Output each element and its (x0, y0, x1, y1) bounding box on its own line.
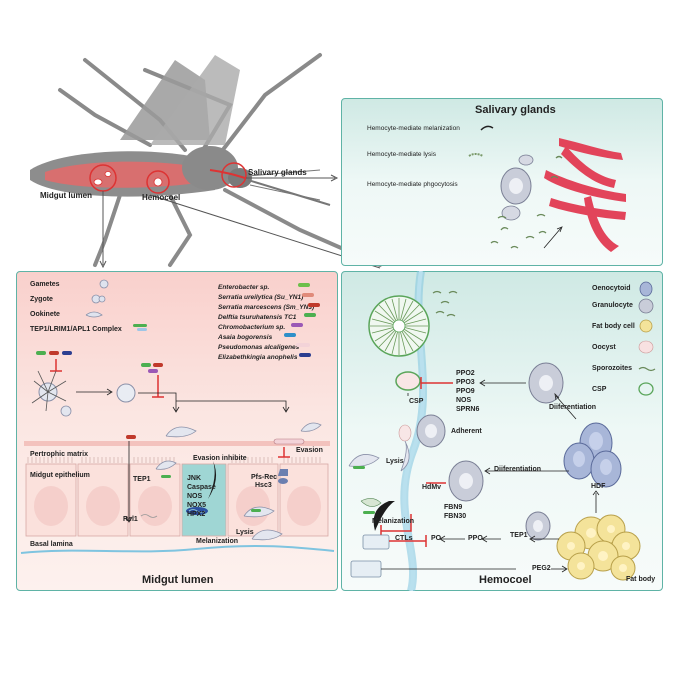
midgut-lysis-label: Lysis (236, 529, 254, 536)
hemo-legend-granulocyte: Granulocyte (592, 302, 633, 309)
bacteria-3: Delftia tsuruhatensis TC1 (218, 314, 297, 321)
midgut-panel-title: Midgut lumen (142, 574, 214, 586)
hdmv-label: HdMv (422, 484, 442, 491)
hemo-legend-fat-body-cell: Fat body cell (592, 323, 635, 330)
midgut-lumen-label: Midgut lumen (40, 191, 92, 200)
bacteria-pill-2 (308, 303, 320, 307)
tep1-hemo-label: TEP1 (510, 532, 528, 539)
bacteria-pill-0 (298, 283, 310, 287)
inhibitor-nos: NOS (456, 397, 472, 404)
hemocoel-diagram (348, 271, 656, 591)
bacteria-1: Serratia ureilytica (Su_YN1) (218, 294, 304, 301)
hemo-legend-sporozoites: Sporozoites (592, 365, 633, 372)
legend-gametes: Gametes (30, 281, 60, 288)
midgut-melanization-label: Melanization (196, 538, 239, 545)
bacteria-4: Chromobacterium sp. (218, 324, 286, 331)
tep1-label: TEP1 (133, 476, 151, 483)
bacteria-pill-4 (291, 323, 303, 327)
csp-label: CSP (409, 398, 424, 405)
adherent-label: Adherent (451, 428, 482, 435)
hemo-legend-oenocytoid: Oenocytoid (592, 285, 631, 292)
hemo-legend-csp: CSP (592, 386, 607, 393)
inhibitor-sprn6: SPRN6 (456, 406, 480, 413)
bacteria-2: Serratia marcescens (Sm_YN3) (218, 304, 315, 311)
peg2-label: PEG2 (532, 565, 551, 572)
fbn30-label: FBN30 (444, 513, 467, 520)
pathway-caspase: Caspase (187, 484, 216, 491)
po-label-1: PO (431, 535, 442, 542)
legend-tep1-complex: TEP1/LRIM1/APL1 Complex (30, 326, 122, 333)
bacteria-pill-3 (304, 313, 316, 317)
inhibitor-ppo9: PPO9 (456, 388, 475, 395)
bacteria-6: Pseudomonas alcaligenes (218, 344, 300, 351)
legend-zygote: Zygote (30, 296, 53, 303)
salivary-item-lysis: Hemocyte-mediate lysis (367, 151, 436, 158)
pathway-jnk: JNK (187, 475, 202, 482)
hemo-lysis-label: Lysis (386, 458, 404, 465)
midgut-epithelium-label: Midgut epithelium (30, 472, 90, 479)
legend-ookinete: Ookinete (30, 311, 60, 318)
inhibitor-ppo3: PPO3 (456, 379, 475, 386)
bacteria-pill-6 (296, 343, 310, 347)
pfs-rec-label: Pfs-Rec (251, 474, 278, 481)
hdf-label: HDF (591, 483, 606, 490)
bacteria-pill-7 (299, 353, 311, 357)
bacteria-0: Enterobacter sp. (218, 284, 270, 291)
hemocoel-panel-title: Hemocoel (479, 574, 532, 586)
salivary-item-phagocytosis: Hemocyte-mediate phgocytosis (367, 181, 458, 188)
bacteria-pill-5 (284, 333, 296, 337)
fbn9-label: FBN9 (444, 504, 463, 511)
pathway-nos: NOS (187, 493, 203, 500)
inhibitor-ppo2: PPO2 (456, 370, 475, 377)
salivary-panel-title: Salivary glands (475, 104, 556, 116)
ctls-label: CTLs (395, 535, 413, 542)
bacteria-pill-1 (302, 293, 314, 297)
hemo-melanization-label: Melanization (372, 518, 415, 525)
mosquito-illustration (30, 53, 382, 269)
bacteria-5: Asaia bogorensis (218, 334, 273, 341)
differentiation-label-1: Diiferentiation (549, 404, 597, 411)
rel1-label: Rel1 (123, 516, 138, 523)
salivary-glands-label: Salivary glands (248, 168, 307, 177)
salivary-gland-diagram (468, 125, 626, 252)
basal-lamina-label: Basal lamina (30, 541, 73, 548)
evasion-inhibite-label: Evasion inhibite (193, 455, 247, 462)
hemocoel-label: Hemocoel (142, 193, 181, 202)
pathway-nox5: NOX5 (187, 502, 207, 509)
differentiation-label-2: Diiferentiation (494, 466, 542, 473)
midgut-diagram (20, 279, 335, 554)
salivary-item-melanization: Hemocyte-mediate melanization (367, 125, 460, 132)
fat-body-label: Fat body (626, 576, 656, 583)
evasion-label: Evasion (296, 447, 323, 454)
peritrophic-matrix-label: Pertrophic matrix (30, 451, 88, 458)
pathway-hpx2: HPX2 (187, 511, 206, 518)
ppo-label: PPO (468, 535, 483, 542)
hsc3-label: Hsc3 (255, 482, 272, 489)
hemo-legend-oocyst: Oocyst (592, 344, 616, 351)
bacteria-7: Elizabethkingia anophelis (218, 354, 298, 361)
